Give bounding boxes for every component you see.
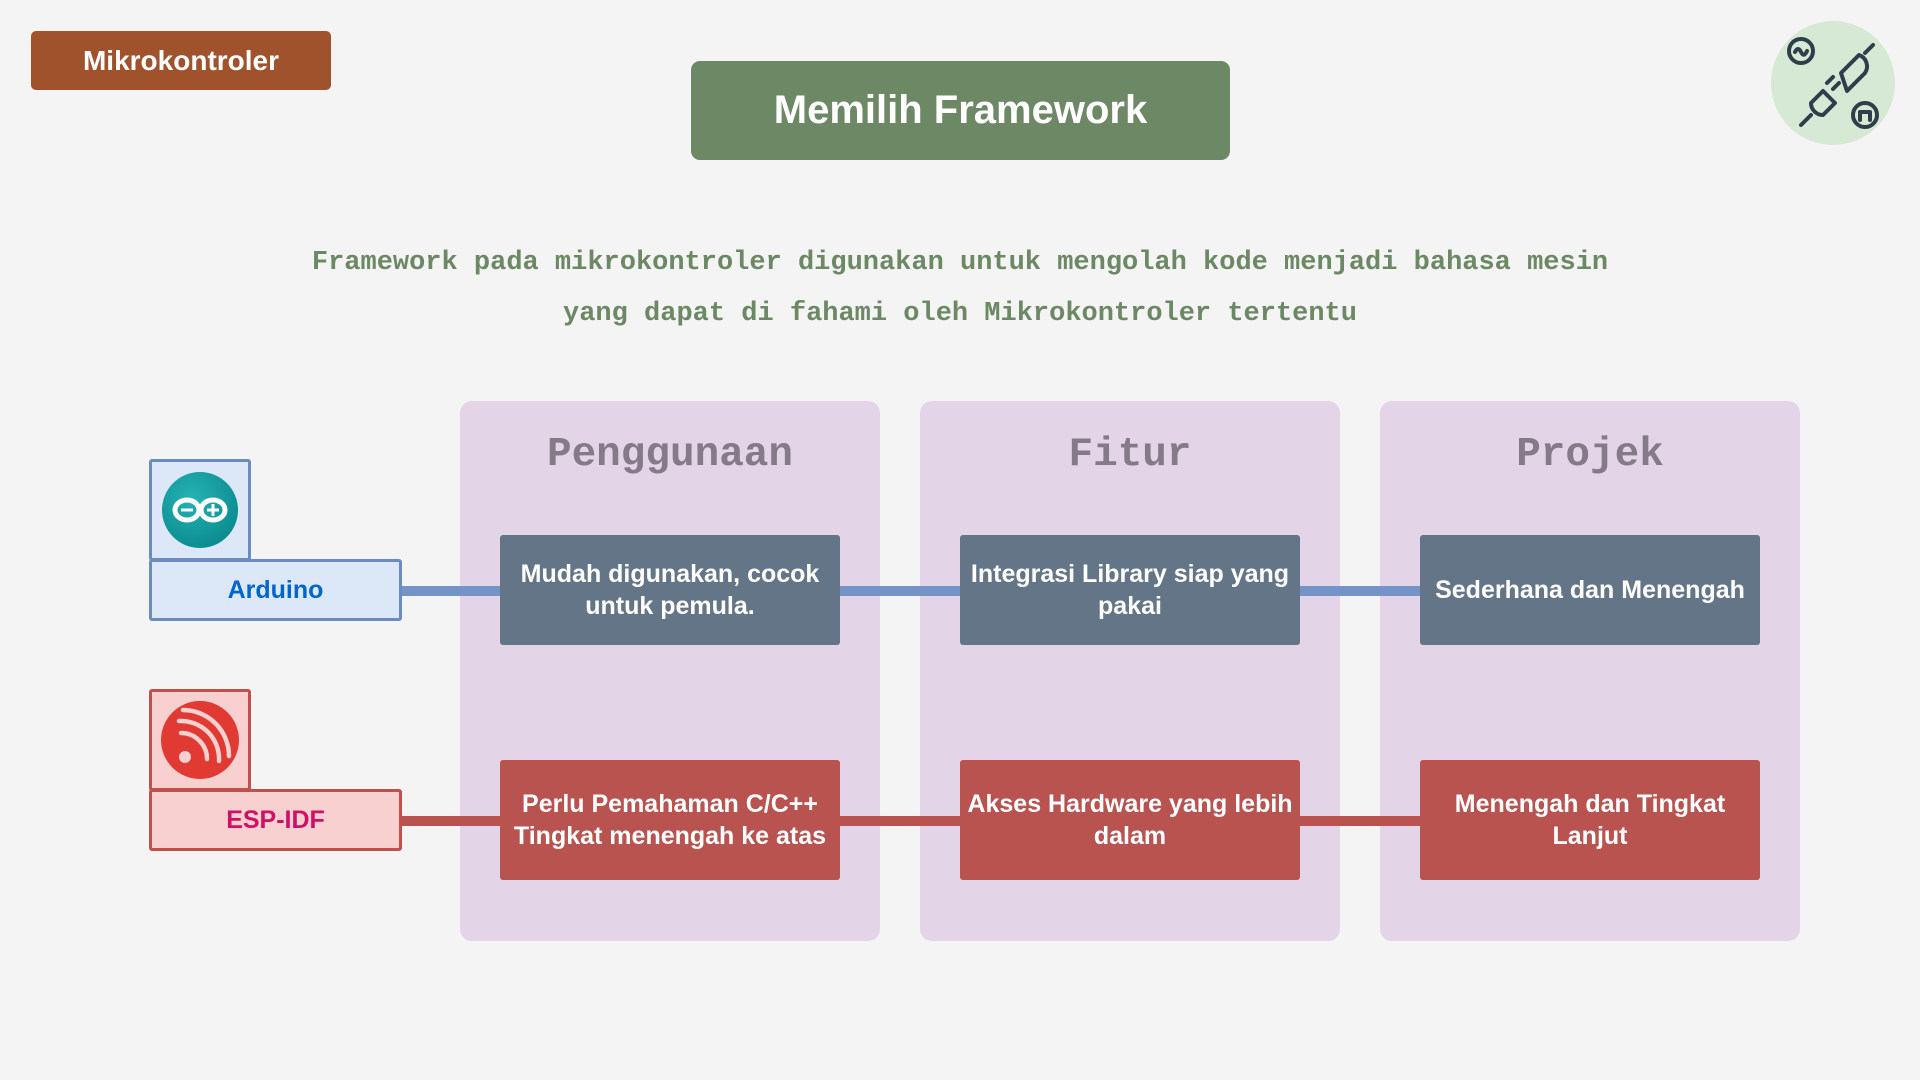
- column-header-penggunaan: Penggunaan: [546, 432, 794, 478]
- espidf-label: ESP-IDF: [149, 789, 402, 851]
- arduino-label: Arduino: [149, 559, 402, 621]
- arduino-logo-icon: [162, 472, 238, 548]
- arduino-penggunaan-cell: Mudah digunakan, cocok untuk pemula.: [500, 535, 840, 645]
- espidf-penggunaan-cell: Perlu Pemahaman C/C++ Tingkat menengah k…: [500, 760, 840, 880]
- arduino-fitur-cell: Integrasi Library siap yang pakai: [960, 535, 1300, 645]
- plug-connection-icon: [1771, 21, 1895, 145]
- column-header-fitur: Fitur: [1068, 432, 1192, 478]
- espressif-logo-icon: [161, 701, 239, 779]
- arduino-logo-box: [149, 459, 251, 561]
- subtitle-line-1: Framework pada mikrokontroler digunakan …: [311, 248, 1609, 278]
- espidf-fitur-cell: Akses Hardware yang lebih dalam: [960, 760, 1300, 880]
- espidf-projek-cell: Menengah dan Tingkat Lanjut: [1420, 760, 1760, 880]
- arduino-projek-cell: Sederhana dan Menengah: [1420, 535, 1760, 645]
- column-header-projek: Projek: [1516, 432, 1664, 478]
- page-title: Memilih Framework: [691, 61, 1230, 160]
- section-tag: Mikrokontroler: [31, 31, 331, 90]
- espidf-logo-box: [149, 689, 251, 791]
- subtitle-line-2: yang dapat di fahami oleh Mikrokontroler…: [563, 299, 1357, 329]
- subtitle: Framework pada mikrokontroler digunakan …: [180, 238, 1740, 340]
- arduino-connector-line: [400, 586, 1420, 596]
- espidf-connector-line: [400, 816, 1420, 826]
